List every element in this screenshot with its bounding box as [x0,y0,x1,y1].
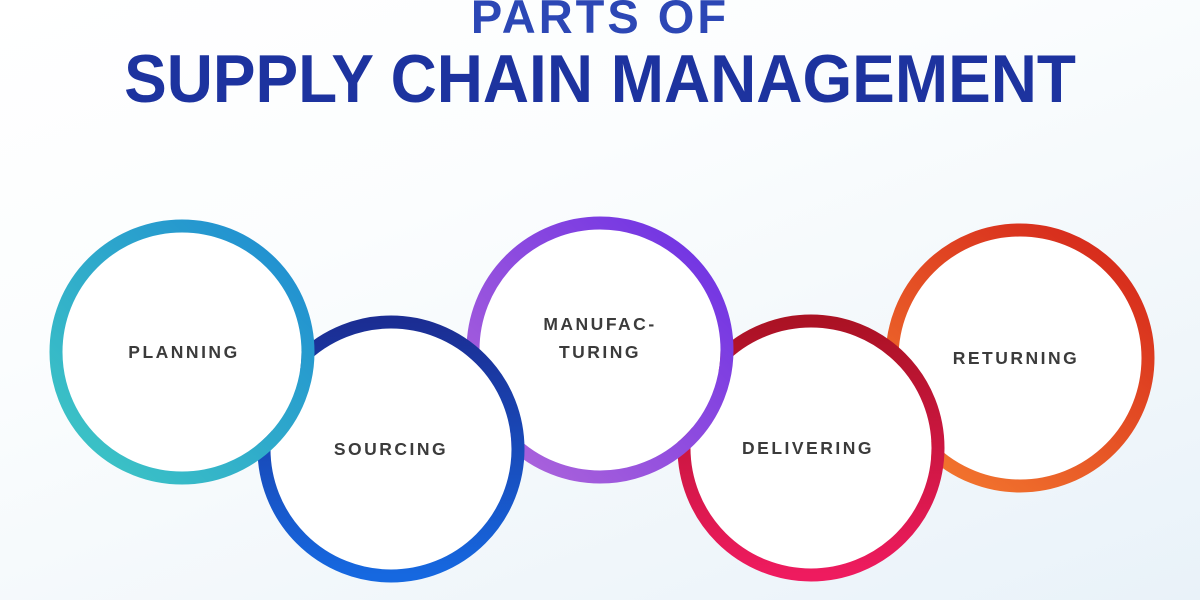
ring-label-delivering: DELIVERING [742,438,874,458]
ring-inner-mask [898,236,1142,480]
ring-inner-mask [270,328,512,570]
ring-label-planning: PLANNING [128,342,239,362]
ring-circle [49,219,315,485]
ring-label-sourcing: SOURCING [334,439,448,459]
ring-inner-mask [62,232,302,472]
title-line-1: PARTS OF [470,0,730,43]
ring-label-returning: RETURNING [953,348,1080,368]
title-block: PARTS OF SUPPLY CHAIN MANAGEMENT [0,0,1200,113]
ring-inner-mask [479,229,721,471]
ring-planning: PLANNING [49,219,315,485]
ring-inner-mask [690,327,932,569]
rings-group: RETURNING DELIVERING MANUFAC-TURING SOURCIN… [49,216,1155,583]
ring-label-manufacturing: MANUFAC-TURING [543,314,656,362]
page-title: SUPPLY CHAIN MANAGEMENT [124,40,1076,117]
